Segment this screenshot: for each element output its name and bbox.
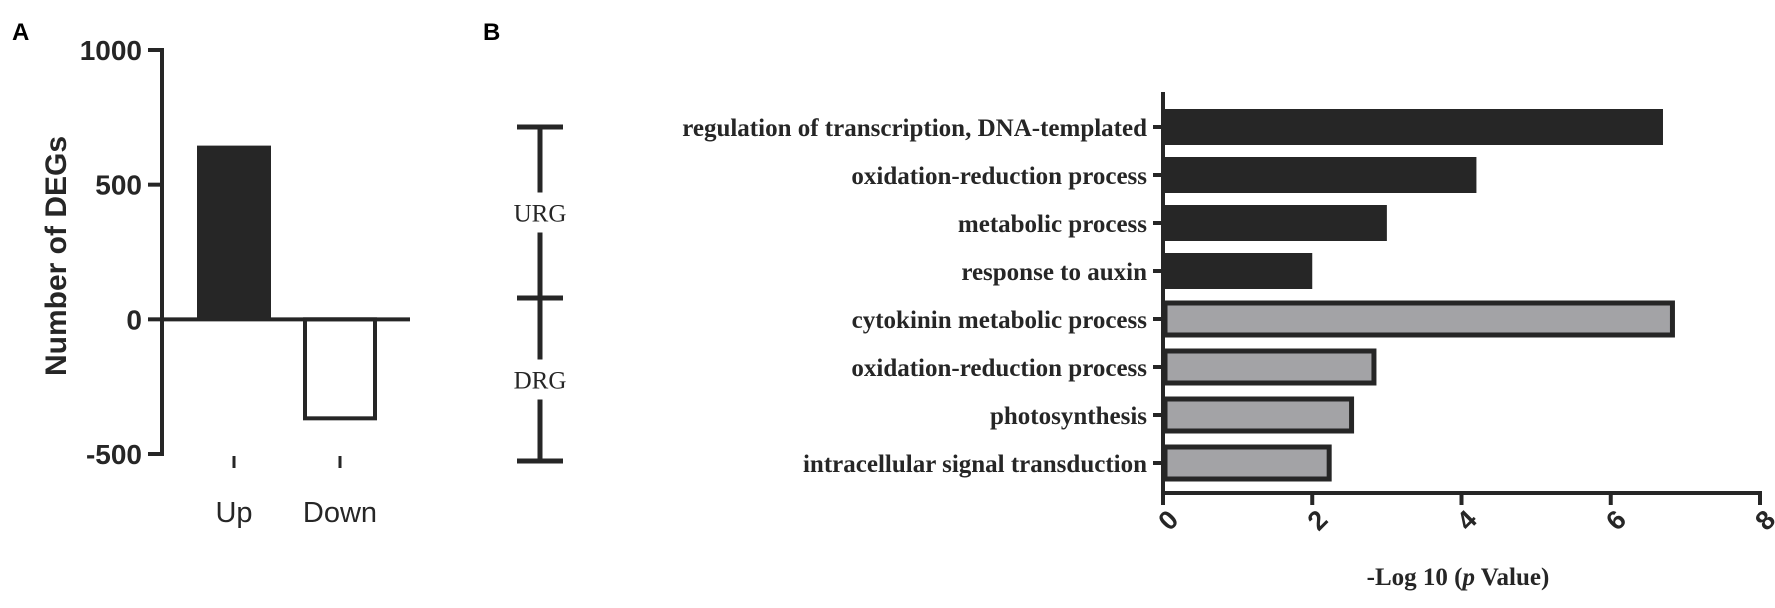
panel-b-group-brackets: URG DRG xyxy=(514,124,567,464)
panel-a-bar-down xyxy=(303,317,377,421)
panel-b-axes xyxy=(1153,92,1762,505)
panel-b-category-labels: regulation of transcription, DNA-templat… xyxy=(682,115,1147,478)
group-label: DRG xyxy=(514,368,567,395)
panel-b-bar xyxy=(1162,444,1332,482)
panel-a-bar-up xyxy=(197,145,271,320)
panel-a-x-tick-label: Up xyxy=(215,497,252,529)
panel-b-bar-chart: URG DRG regulation of transcription, DNA-… xyxy=(514,92,1775,591)
panel-label-b: B xyxy=(483,19,500,46)
panel-b-category-label: oxidation-reduction process xyxy=(851,355,1147,382)
panel-a-y-tick-label: 1000 xyxy=(80,35,142,66)
panel-b-bar xyxy=(1162,348,1377,386)
panel-b-category-label: intracellular signal transduction xyxy=(803,451,1147,478)
panel-a-y-tick-label: 0 xyxy=(126,304,142,335)
panel-a-marks xyxy=(197,145,377,421)
panel-b-category-label: regulation of transcription, DNA-templat… xyxy=(682,115,1147,142)
panel-a-y-tick-labels: 1000 500 0 -500 xyxy=(80,35,142,470)
panel-b-marks xyxy=(1162,109,1675,482)
panel-label-a: A xyxy=(12,19,29,46)
panel-b-category-label: response to auxin xyxy=(961,259,1147,286)
panel-b-bar xyxy=(1163,157,1477,193)
panel-b-category-label: oxidation-reduction process xyxy=(851,163,1147,190)
panel-b-x-axis-label: -Log 10 (p Value) xyxy=(1367,564,1550,591)
panel-b-x-tick-label: 4 xyxy=(1451,504,1483,536)
panel-b-x-tick-label: 0 xyxy=(1152,504,1184,536)
panel-a-bar-chart: Number of DEGs 1000 500 0 -500 Up Down xyxy=(40,35,410,529)
panel-b-bar xyxy=(1163,205,1387,241)
panel-a-y-tick-label: 500 xyxy=(95,170,142,201)
panel-b-x-tick-labels: 0 2 4 6 8 xyxy=(1152,504,1775,536)
panel-b-x-tick-label: 6 xyxy=(1600,504,1632,536)
panel-b-category-label: cytokinin metabolic process xyxy=(852,307,1148,334)
panel-b-bar xyxy=(1162,300,1675,338)
panel-b-x-tick-label: 8 xyxy=(1749,504,1775,536)
panel-b-bar xyxy=(1163,109,1663,145)
x-axis-label-italic: p xyxy=(1460,564,1475,591)
panel-a-axes xyxy=(148,48,410,468)
x-axis-label-suffix: Value) xyxy=(1475,564,1549,591)
panel-a-y-axis-label: Number of DEGs xyxy=(40,136,73,376)
panel-b-bar xyxy=(1162,396,1355,434)
panel-b-category-label: photosynthesis xyxy=(990,403,1147,430)
panel-a-x-tick-label: Down xyxy=(303,497,377,529)
panel-a-x-tick-labels: Up Down xyxy=(215,497,377,529)
panel-b-x-tick-label: 2 xyxy=(1302,504,1334,536)
panel-a-y-tick-label: -500 xyxy=(86,439,142,470)
panel-b-bar xyxy=(1163,253,1313,289)
panel-b-category-label: metabolic process xyxy=(958,211,1147,238)
x-axis-label-prefix: -Log 10 ( xyxy=(1367,564,1463,591)
group-label: URG xyxy=(514,201,567,228)
